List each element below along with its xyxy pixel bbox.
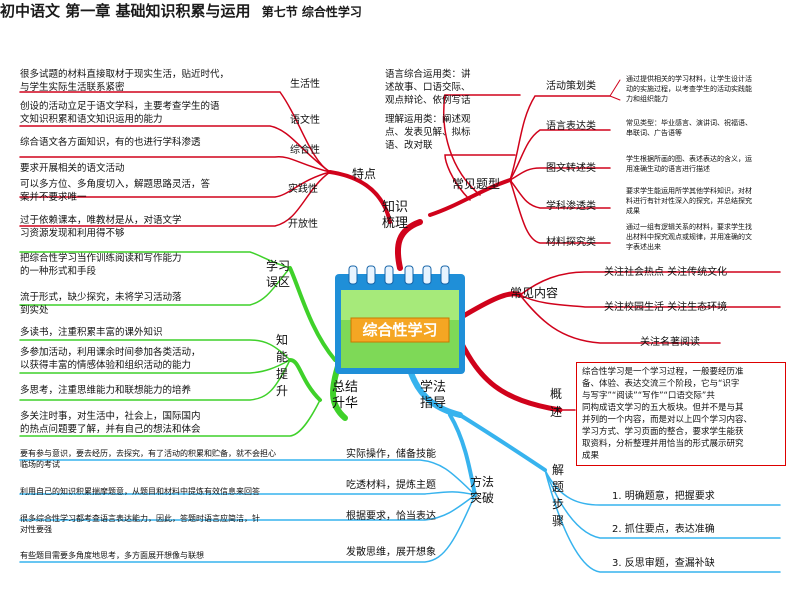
tixing-label: 常见题型 bbox=[452, 177, 501, 191]
changjian-item-2: 关注校园生活 关注生态环境 bbox=[604, 302, 728, 313]
tedian-desc-yuwen: 创设的活动立足于语文学科，主要考查学生的语文知识积累和语文知识运用的能力 bbox=[20, 101, 220, 125]
xuefa-label: 学法指导 bbox=[420, 380, 447, 411]
page-title: 初中语文 第一章 基础知识积累与运用 第七节 综合性学习 bbox=[0, 0, 800, 21]
tixing-huodong-desc: 通过提供相关的学习材料，让学生设计活动的实施过程，以考查学生的活动实践能力和组织… bbox=[626, 75, 752, 103]
wuqu-label: 学习误区 bbox=[266, 259, 291, 289]
tixing-yuyan: 语言表达类 bbox=[546, 121, 596, 132]
tixing-xueke-desc: 要求学生能运用所学其他学科知识，对材料进行有针对性深入的探究，并总结探究成果 bbox=[626, 187, 752, 215]
tedian-desc-zonghe: 综合语文各方面知识，有的也进行学科渗透 bbox=[20, 137, 201, 148]
branch-gaishu bbox=[457, 337, 563, 413]
branch-fangfa bbox=[448, 413, 477, 497]
tixing-cailiao: 材料探究类 bbox=[546, 237, 596, 248]
calendar-icon bbox=[335, 265, 465, 374]
center-node: 综合性学习 bbox=[333, 264, 467, 376]
wuqu-item-1: 把综合性学习当作训练阅读和写作能力的一种形式和手段 bbox=[20, 253, 182, 277]
buzhou-item-2: 2. 抓住要点，表达准确 bbox=[612, 524, 715, 535]
buzhou-label: 解题步骤 bbox=[552, 463, 565, 528]
tedian-zonghe: 综合性 bbox=[290, 145, 320, 156]
fangfa-desc-2: 利用自己的知识积累揣摩题意，从题目和材料中提炼有效信息来回答 bbox=[20, 487, 260, 496]
tixing-mid: 理解运用类：阐述观点、发表见解、拟标语、改对联 bbox=[385, 114, 471, 151]
tedian-yuwen: 语文性 bbox=[290, 115, 320, 126]
changjian-item-1: 关注社会热点 关注传统文化 bbox=[604, 267, 728, 278]
buzhou-item-1: 1. 明确题意，把握要求 bbox=[612, 491, 715, 502]
zhishi-label: 知识梳理 bbox=[382, 200, 409, 231]
fangfa-item-1: 实际操作，储备技能 bbox=[346, 449, 436, 460]
title-main: 初中语文 第一章 基础知识积累与运用 bbox=[0, 2, 251, 20]
tixing-huodong: 活动策划类 bbox=[546, 81, 596, 92]
tixing-xueke: 学科渗透类 bbox=[546, 201, 596, 212]
branch-tedian bbox=[328, 170, 392, 224]
tedian-desc-shenghuo: 很多试题的材料直接取材于现实生活，贴近时代，与学生实际生活联系紧密 bbox=[20, 69, 230, 93]
tisheng-item-4: 多关注时事，对生活中，社会上，国际国内的热点问题要了解，并有自己的想法和体会 bbox=[20, 411, 201, 435]
fangfa-desc-4: 有些题目需要多角度地思考，多方面展开想像与联想 bbox=[20, 551, 204, 560]
fangfa-desc-3: 很多综合性学习都考查语言表达能力，因此，答题时语言应简洁，针对性要强 bbox=[20, 514, 260, 534]
fangfa-item-3: 根据要求，恰当表达 bbox=[346, 511, 436, 522]
branch-tisheng bbox=[288, 358, 322, 402]
wuqu-item-2: 流于形式，缺少探究，未将学习活动落到实处 bbox=[20, 292, 182, 316]
tedian-label: 特点 bbox=[352, 167, 377, 181]
zongjie-label: 总结升华 bbox=[332, 380, 359, 411]
tisheng-item-2: 多参加活动，利用课余时间参加各类活动，以获得丰富的情感体验和组织活动的能力 bbox=[20, 347, 201, 371]
fangfa-desc-1: 要有参与意识，要去经历，去探究，有了活动的积累和贮备，就不会担心临场的考试 bbox=[20, 449, 276, 469]
branch-zhishi bbox=[394, 219, 423, 271]
branch-tixing bbox=[428, 178, 512, 217]
center-label: 综合性学习 bbox=[362, 321, 438, 339]
buzhou-item-3: 3. 反思审题，查漏补缺 bbox=[612, 558, 715, 569]
fangfa-label: 方法突破 bbox=[470, 475, 495, 505]
branch-wuqu bbox=[288, 266, 337, 362]
tisheng-item-3: 多思考，注重思维能力和联想能力的培养 bbox=[20, 385, 192, 396]
branch-xuefa bbox=[407, 367, 463, 418]
tedian-desc-kaifang: 可以多方位、多角度切入，解题思路灵活，答案并不要求唯一 bbox=[20, 179, 211, 203]
kaifang-extra: 过于依赖课本，唯教材是从，对语文学习资源发现和利用得不够 bbox=[20, 215, 182, 239]
tisheng-label: 知能提升 bbox=[276, 333, 289, 398]
tedian-shenghuo: 生活性 bbox=[290, 79, 320, 90]
tisheng-item-1: 多读书，注重积累丰富的课外知识 bbox=[20, 327, 163, 338]
fangfa-item-4: 发散思维，展开想象 bbox=[346, 547, 436, 558]
tixing-tuwen-desc: 学生根据所画的图、表述表达的含义，运用准确生动的语言进行描述 bbox=[626, 155, 752, 173]
branch-buzhou bbox=[458, 413, 547, 472]
tixing-yuyan-desc: 常见类型：毕业感言、演讲词、祝福语、串联词、广告语等 bbox=[626, 119, 752, 137]
gaishu-label: 概述 bbox=[550, 387, 563, 419]
tedian-shijian: 实践性 bbox=[288, 184, 318, 195]
changjian-label: 常见内容 bbox=[510, 286, 559, 300]
tixing-top: 语言综合运用类：讲述故事、口语交际、观点辩论、依例写话 bbox=[385, 69, 471, 106]
tedian-kaifang: 开放性 bbox=[288, 219, 318, 230]
title-section: 第七节 综合性学习 bbox=[261, 5, 362, 19]
branch-changjian bbox=[457, 291, 523, 321]
changjian-item-3: 关注名著阅读 bbox=[640, 337, 700, 348]
fangfa-item-2: 吃透材料，提炼主题 bbox=[346, 480, 436, 491]
tixing-cailiao-desc: 通过一组有逻辑关系的材料，要求学生找出材料中探究观点或规律，并用准确的文字表述出… bbox=[626, 223, 752, 251]
gaishu-box: 综合性学习是一个学习过程，一般要经历准备、体验、表达交流三个阶段，它与“识字与写… bbox=[576, 362, 786, 466]
tixing-tuwen: 图文转述类 bbox=[546, 163, 596, 174]
tedian-desc-shijian: 要求开展相关的语文活动 bbox=[20, 163, 125, 174]
